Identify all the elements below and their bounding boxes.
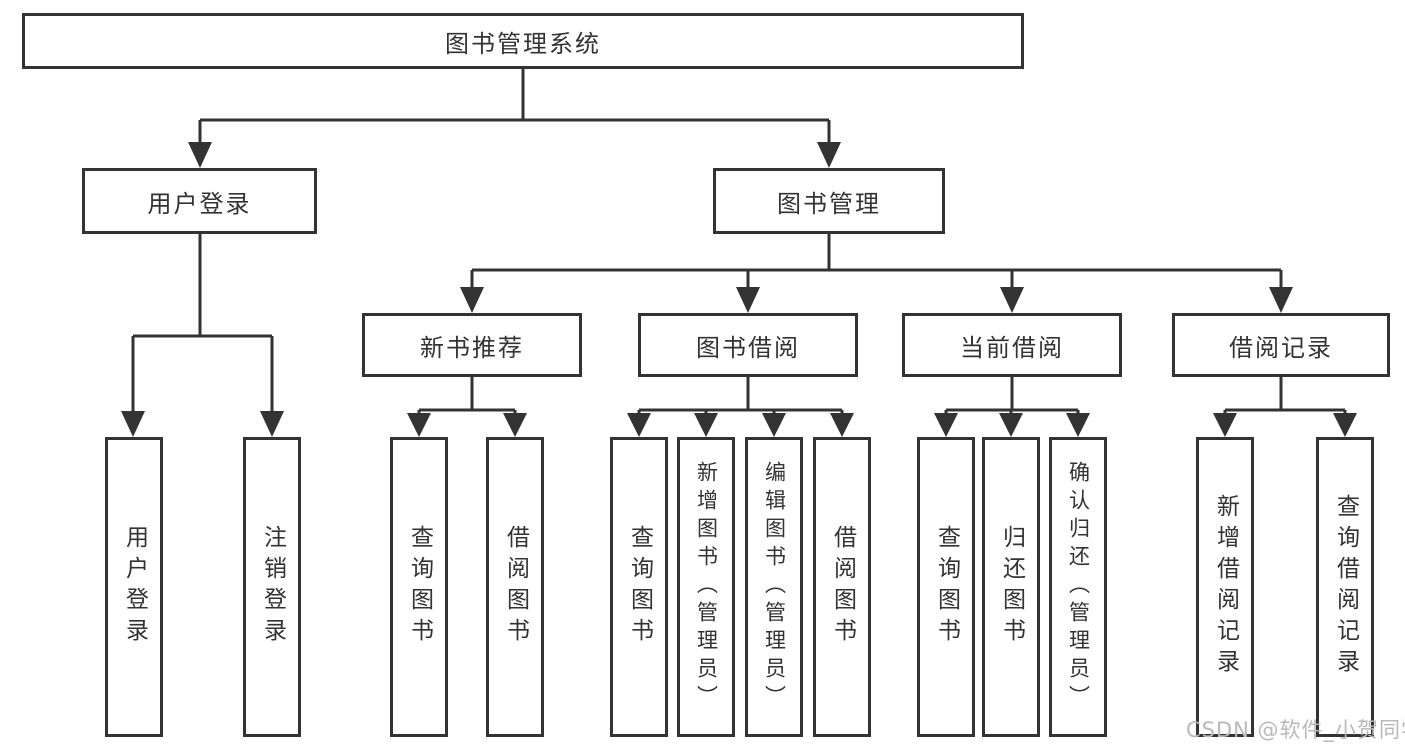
node-cb-query-books: 查询图书 — [917, 437, 975, 737]
node-book-management: 图书管理 — [713, 168, 945, 234]
connector-current-borrow-children — [934, 377, 1090, 437]
node-user-login: 用户登录 — [82, 168, 317, 234]
node-user-login-leaf: 用户登录 — [105, 437, 163, 737]
node-nb-borrow-books: 借阅图书 — [486, 437, 544, 737]
node-borrow-records: 借阅记录 — [1172, 313, 1390, 377]
connector-borrow-records-children — [1213, 377, 1357, 437]
node-cb-confirm-return-admin: 确认归还（管理员） — [1049, 437, 1107, 737]
node-bb-add-books-admin: 新增图书（管理员） — [677, 437, 735, 737]
node-new-book-recommend: 新书推荐 — [362, 313, 582, 377]
node-nb-query-books: 查询图书 — [390, 437, 448, 737]
connector-user-login-children — [121, 234, 284, 437]
connector-book-management-children — [460, 234, 1293, 313]
connector-new-book-recommend-children — [407, 377, 527, 437]
node-br-add-record: 新增借阅记录 — [1196, 437, 1254, 737]
csdn-watermark: CSDN @软件_小贺同学 — [1186, 718, 1405, 742]
node-current-borrow: 当前借阅 — [902, 313, 1122, 377]
node-bb-borrow-books: 借阅图书 — [813, 437, 871, 737]
connector-book-borrow-children — [627, 377, 854, 437]
node-book-borrow: 图书借阅 — [638, 313, 858, 377]
node-bb-query-books: 查询图书 — [610, 437, 668, 737]
connector-root-to-level2 — [188, 69, 841, 168]
node-cb-return-books: 归还图书 — [982, 437, 1040, 737]
node-bb-edit-books-admin: 编辑图书（管理员） — [745, 437, 803, 737]
node-library-system: 图书管理系统 — [22, 13, 1024, 69]
node-br-query-record: 查询借阅记录 — [1316, 437, 1374, 737]
node-logout-leaf: 注销登录 — [243, 437, 301, 737]
